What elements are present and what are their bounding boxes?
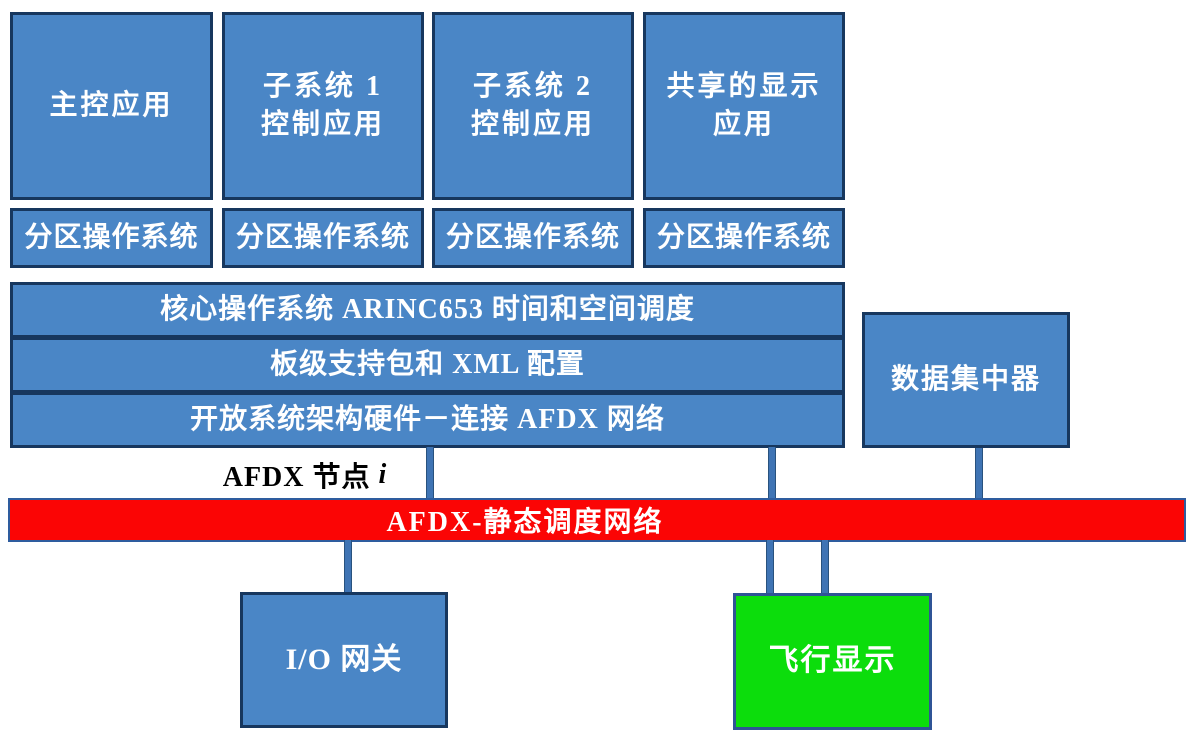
connector-bus-to-flight-display-2 [821,540,829,595]
open-hardware-afdx-layer-box: 开放系统架构硬件－连接 AFDX 网络 [10,392,845,448]
subsystem2-control-app-box: 子系统 2 控制应用 [432,12,634,200]
partition-os-box-2: 分区操作系统 [222,208,424,268]
partition-os-box-3: 分区操作系统 [432,208,634,268]
shared-display-app-box: 共享的显示 应用 [643,12,845,200]
afdx-node-label: AFDX 节点 i [165,452,445,498]
connector-stack-to-bus-right [768,447,776,500]
connector-bus-to-io-gateway [344,540,352,594]
flight-display-box: 飞行显示 [733,593,932,730]
afdx-network-bus-bar: AFDX-静态调度网络 [8,498,1186,542]
core-os-scheduling-layer-box: 核心操作系统 ARINC653 时间和空间调度 [10,282,845,338]
partition-os-box-1: 分区操作系统 [10,208,213,268]
subsystem1-control-app-box: 子系统 1 控制应用 [222,12,424,200]
connector-bus-to-flight-display-1 [766,540,774,595]
afdx-node-label-text: AFDX 节点 [222,462,371,493]
bsp-xml-config-layer-box: 板级支持包和 XML 配置 [10,337,845,393]
data-concentrator-box: 数据集中器 [862,312,1070,448]
afdx-network-bus-label: AFDX-静态调度网络 [386,507,664,538]
io-gateway-box: I/O 网关 [240,592,448,728]
afdx-node-index: i [378,459,388,490]
connector-concentrator-to-bus [975,448,983,500]
partition-os-box-4: 分区操作系统 [643,208,845,268]
main-control-app-box: 主控应用 [10,12,213,200]
connector-stack-to-bus-left [426,447,434,500]
